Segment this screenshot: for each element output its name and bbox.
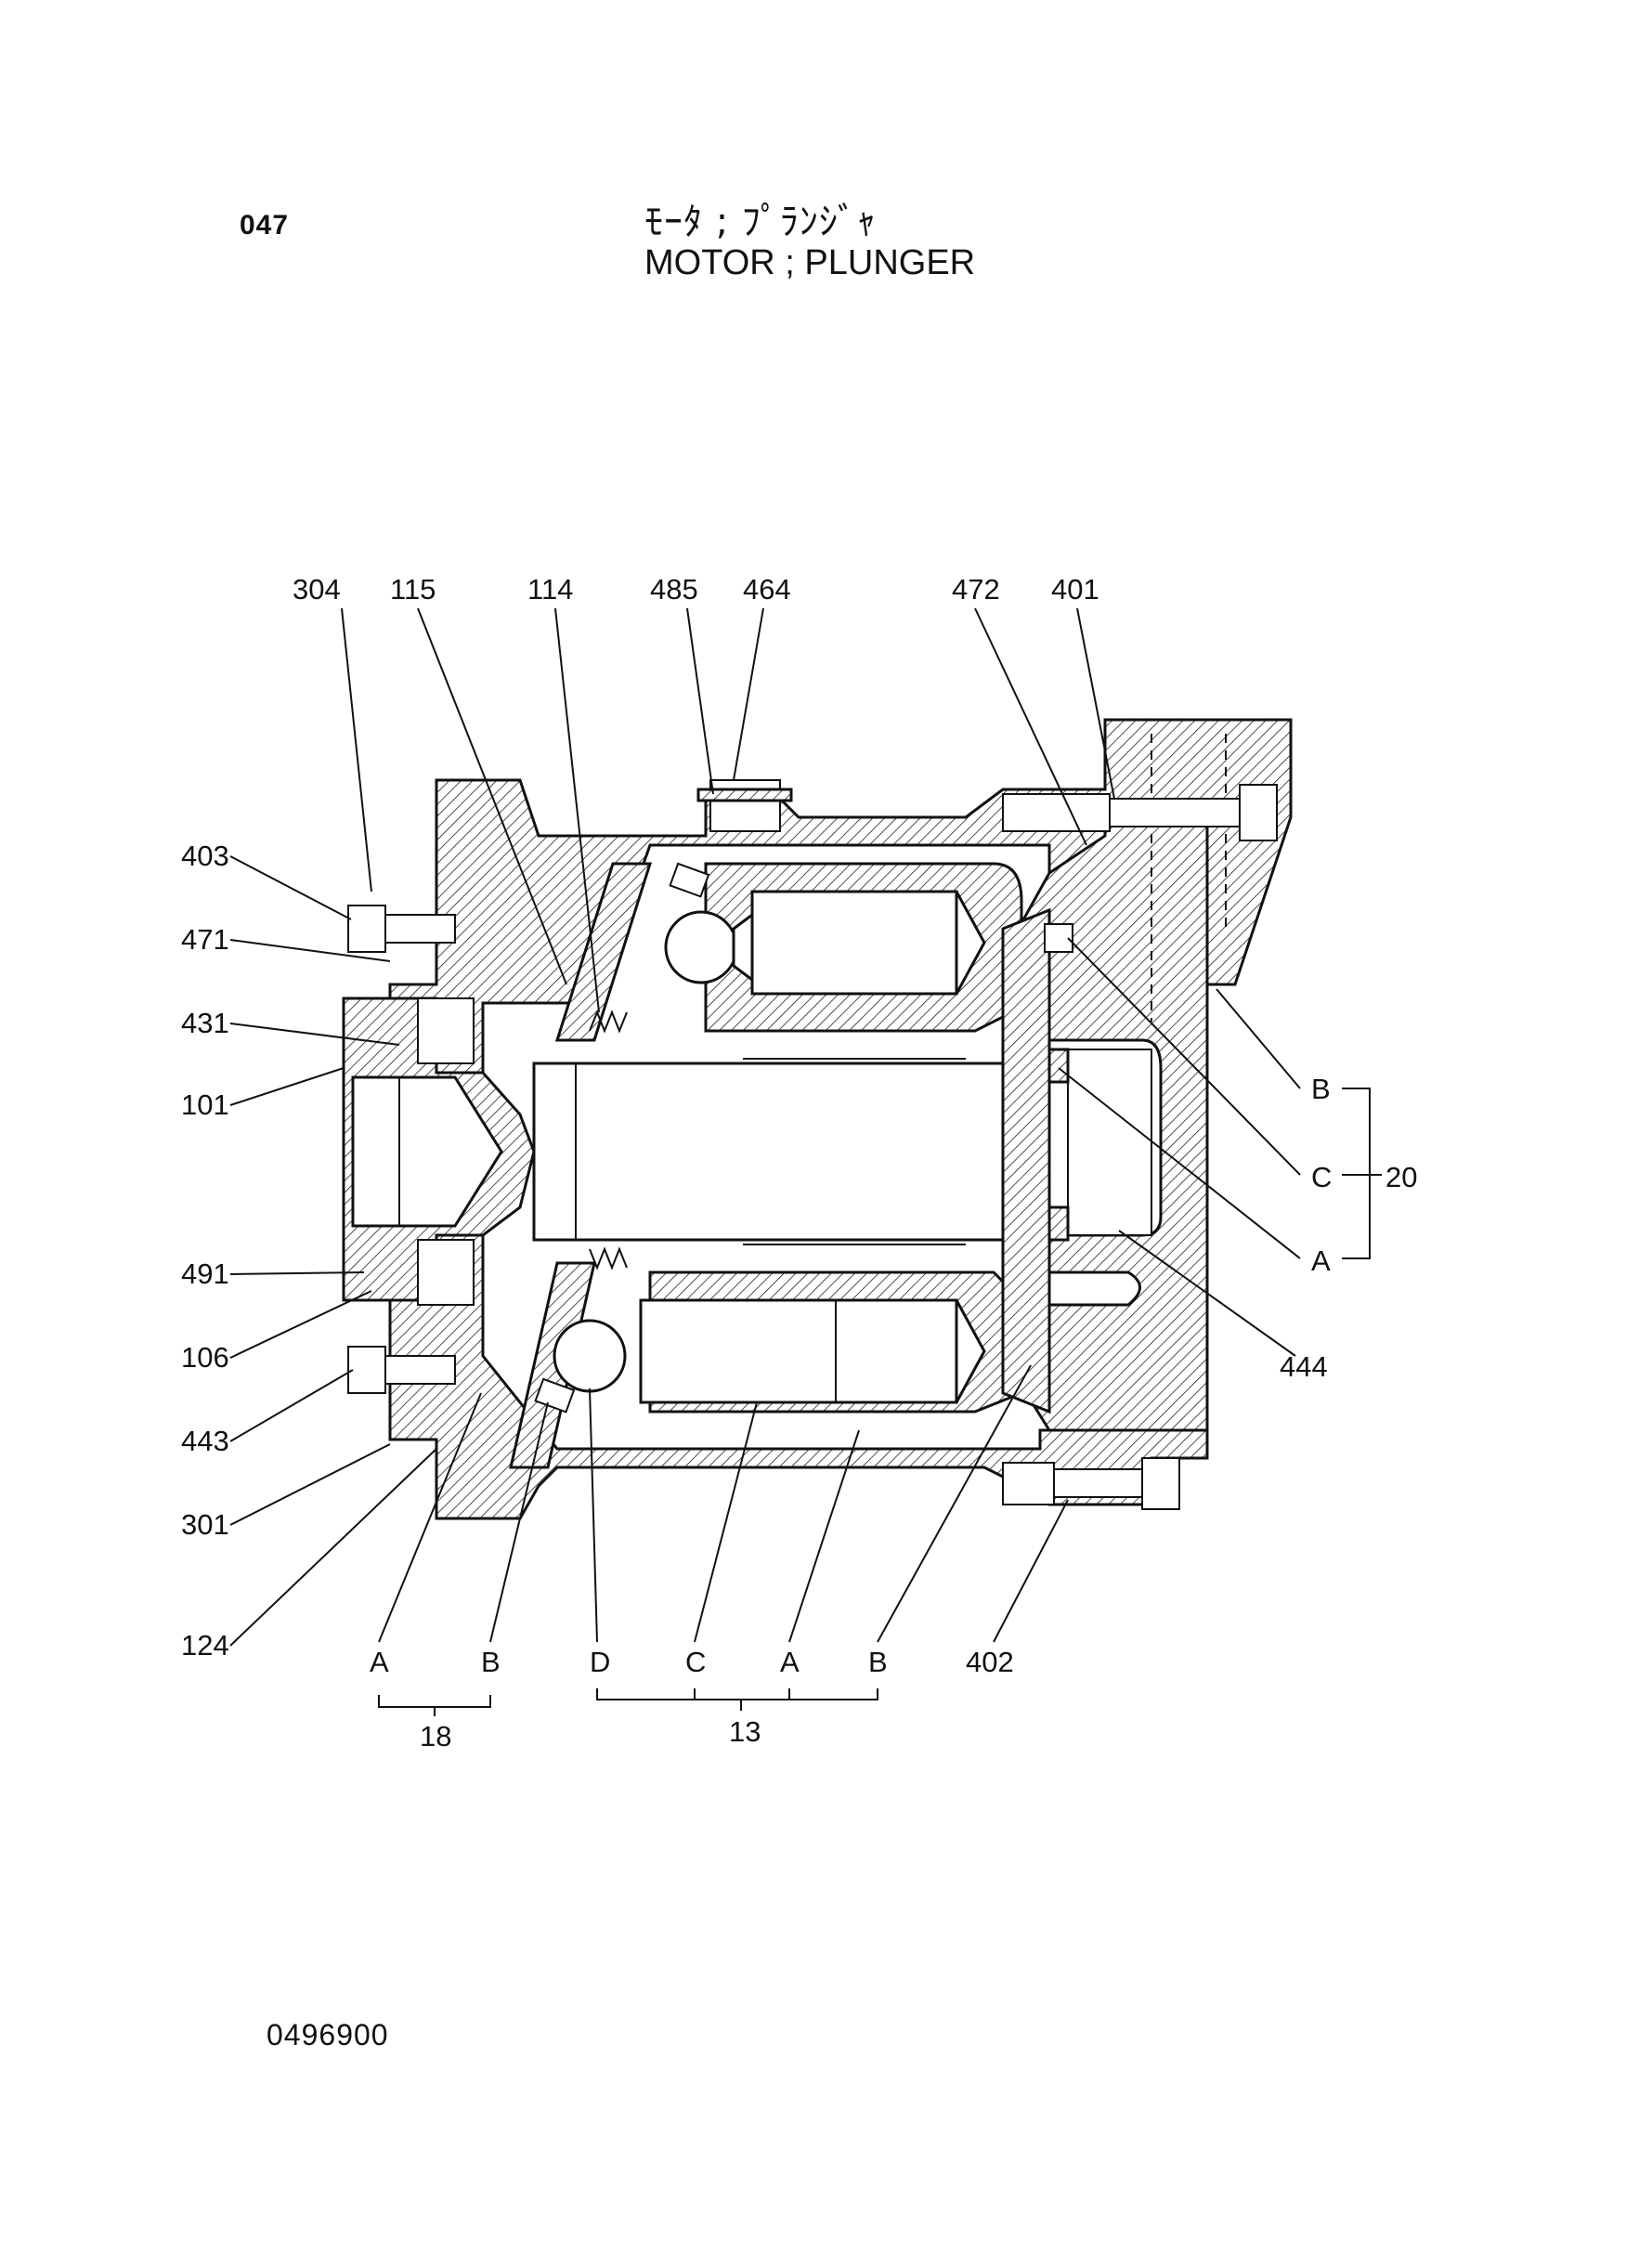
page-number: 047 — [240, 210, 290, 241]
bolt-401 — [1002, 784, 1278, 841]
callouts-bottom: A B D C A B 402 18 13 — [370, 1646, 1014, 1752]
callout-106: 106 — [181, 1341, 229, 1374]
callout-c-20: C — [1311, 1161, 1332, 1193]
lower-plunger — [639, 1298, 958, 1404]
callout-402: 402 — [966, 1646, 1014, 1678]
callout-301: 301 — [181, 1508, 229, 1541]
title-english: MOTOR ; PLUNGER — [644, 243, 976, 282]
roller-bearing — [1047, 1048, 1152, 1242]
upper-plunger — [750, 890, 958, 996]
callouts-top: 304 115 114 485 464 472 401 — [293, 573, 1099, 606]
lower-plunger-ball — [553, 1319, 627, 1393]
upper-plunger-ball — [664, 910, 738, 984]
callouts-right: B C 20 A 444 — [1280, 1073, 1417, 1383]
callout-c-13: C — [685, 1646, 706, 1678]
callout-431: 431 — [181, 1007, 229, 1039]
callout-444: 444 — [1280, 1350, 1328, 1383]
callout-115: 115 — [390, 573, 436, 606]
callout-464: 464 — [743, 573, 791, 606]
swash-plate — [509, 862, 653, 1469]
callout-403: 403 — [181, 840, 229, 872]
callout-101: 101 — [181, 1088, 229, 1121]
callout-471: 471 — [181, 923, 229, 956]
callout-group-18: 18 — [420, 1720, 451, 1752]
callout-group-13: 13 — [729, 1715, 761, 1748]
leaders-top — [341, 607, 1115, 1013]
left-flange — [342, 905, 536, 1394]
callout-114: 114 — [527, 573, 573, 606]
leaders-bottom — [378, 1364, 1069, 1716]
leaders-right — [1058, 937, 1382, 1357]
callout-124: 124 — [181, 1629, 229, 1661]
callout-b-18: B — [481, 1646, 501, 1678]
callout-304: 304 — [293, 573, 341, 606]
bolt-402 — [1002, 1457, 1180, 1510]
callout-443: 443 — [181, 1425, 229, 1457]
callout-491: 491 — [181, 1257, 229, 1290]
drain-plug — [696, 779, 793, 832]
callout-485: 485 — [650, 573, 698, 606]
callout-a-13: A — [780, 1646, 800, 1678]
drawing-number: 0496900 — [267, 2018, 389, 2052]
valve-plate — [1001, 907, 1051, 1414]
callout-b-20: B — [1311, 1073, 1331, 1105]
callout-472: 472 — [952, 573, 1000, 606]
leaders-left — [229, 855, 437, 1647]
callout-401: 401 — [1051, 573, 1099, 606]
callout-b-13: B — [868, 1646, 888, 1678]
cylinder-block — [534, 862, 1023, 1414]
callout-a-18: A — [370, 1646, 389, 1678]
callout-group-20: 20 — [1385, 1161, 1417, 1193]
callouts-left: 403 471 431 101 491 106 443 301 124 — [181, 840, 229, 1661]
callout-a-20: A — [1311, 1244, 1331, 1277]
callout-d-13: D — [590, 1646, 610, 1678]
title-japanese: ﾓｰﾀ ; ﾌﾟﾗﾝｼﾞｬ — [644, 201, 877, 243]
